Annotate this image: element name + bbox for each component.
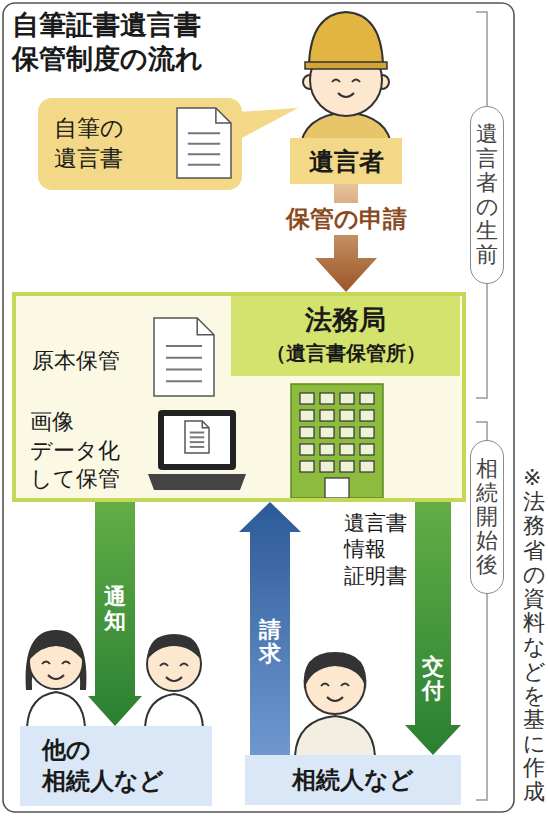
person-eyes <box>42 662 70 665</box>
document-line <box>188 153 220 155</box>
building-window <box>320 461 334 472</box>
diagram-title: 自筆証書遺言書 保管制度の流れ <box>12 8 212 76</box>
laptop-display <box>164 416 230 464</box>
document-line <box>190 432 204 434</box>
person-hair <box>304 652 367 690</box>
building-window <box>300 393 314 404</box>
person-eyes <box>160 664 188 667</box>
node-title: 法務局 <box>231 302 460 338</box>
document-line <box>188 164 220 166</box>
bubble-tail <box>238 108 298 140</box>
document-icon <box>185 421 209 453</box>
arrow-label: 請求 <box>259 618 281 666</box>
document-line <box>188 143 220 145</box>
bubble-text: 自筆の 遺言書 <box>54 114 130 174</box>
issue-arrow <box>405 502 461 755</box>
outer-frame <box>3 3 514 812</box>
person-hair <box>26 630 87 690</box>
speech-bubble: 自筆の 遺言書 <box>38 98 242 190</box>
building-door <box>325 478 349 498</box>
heir-box: 相続人など <box>245 755 461 805</box>
building-window <box>340 444 354 455</box>
legal-affairs-bureau-box: 法務局（遺言書保管所） 原本保管画像 データ化 して保管 <box>12 292 466 502</box>
laptop-screen <box>158 410 236 470</box>
source-note: ※法務省の資料などを基に作成 <box>523 466 545 805</box>
document-line <box>166 345 202 347</box>
building-window <box>340 410 354 421</box>
node-title: 相続人など <box>292 764 414 796</box>
building-window <box>360 410 374 421</box>
person-mouth <box>48 675 64 679</box>
building-window <box>320 410 334 421</box>
person-hair <box>29 632 83 660</box>
notice-arrow <box>88 502 142 726</box>
building-window <box>360 461 374 472</box>
document-line <box>166 368 202 370</box>
icon-caption: 画像 データ化 して保管 <box>30 408 127 494</box>
document-line <box>190 441 204 443</box>
person-mouth <box>327 697 343 701</box>
person-mouth <box>338 93 354 97</box>
other-heirs-box: 他の 相続人など <box>20 726 212 806</box>
period-label: 遺言者の生前 <box>476 122 498 267</box>
building-window <box>300 461 314 472</box>
building-window <box>340 427 354 438</box>
node-subtitle: （遺言書保管所） <box>231 340 460 367</box>
building-window <box>360 444 374 455</box>
node-title: 他の 相続人など <box>42 735 169 797</box>
testator-box: 遺言者 <box>290 138 402 184</box>
arrow-label: 通知 <box>104 585 126 633</box>
person-eyes <box>332 80 360 83</box>
person-hair <box>147 634 201 660</box>
icon-caption: 原本保管 <box>32 346 120 376</box>
header-band <box>231 296 460 376</box>
document-line <box>166 380 202 382</box>
building-window <box>300 427 314 438</box>
person-eyes <box>321 684 349 687</box>
certificate-label: 遺言書 情報 証明書 <box>344 510 411 589</box>
cap-brim <box>305 62 387 69</box>
period-pill: 遺言者の生前 <box>470 106 504 284</box>
building-window <box>320 393 334 404</box>
cap <box>309 12 383 64</box>
building-window <box>360 427 374 438</box>
person-body <box>27 692 85 727</box>
building-window <box>320 427 334 438</box>
building-window <box>300 410 314 421</box>
building-window <box>340 393 354 404</box>
building-icon <box>291 384 383 498</box>
building-window <box>340 461 354 472</box>
laptop-base <box>148 474 246 490</box>
arrow-label: 交付 <box>422 655 444 703</box>
period-pill: 相続開始後 <box>470 440 504 594</box>
document-line <box>188 132 220 134</box>
document-icon <box>177 108 231 178</box>
document-icon <box>154 318 214 396</box>
bubble-illustration <box>174 106 234 182</box>
building-window <box>360 393 374 404</box>
document-line <box>190 436 204 438</box>
application-arrow <box>315 184 377 292</box>
person-mouth <box>166 677 182 681</box>
node-title: 遺言者 <box>309 145 384 178</box>
person-body <box>295 716 375 756</box>
heir-figure <box>295 652 375 756</box>
document-fold <box>202 421 209 428</box>
document-line <box>190 446 204 448</box>
document-line <box>166 357 202 359</box>
period-label: 相続開始後 <box>476 457 498 578</box>
building-window <box>320 444 334 455</box>
testator-figure <box>300 12 392 150</box>
request-arrow <box>239 502 301 755</box>
building-window <box>300 444 314 455</box>
person-body <box>145 694 203 727</box>
document-fold <box>197 318 214 335</box>
document-fold <box>216 108 231 123</box>
arrow-label: 保管の申請 <box>282 203 411 235</box>
